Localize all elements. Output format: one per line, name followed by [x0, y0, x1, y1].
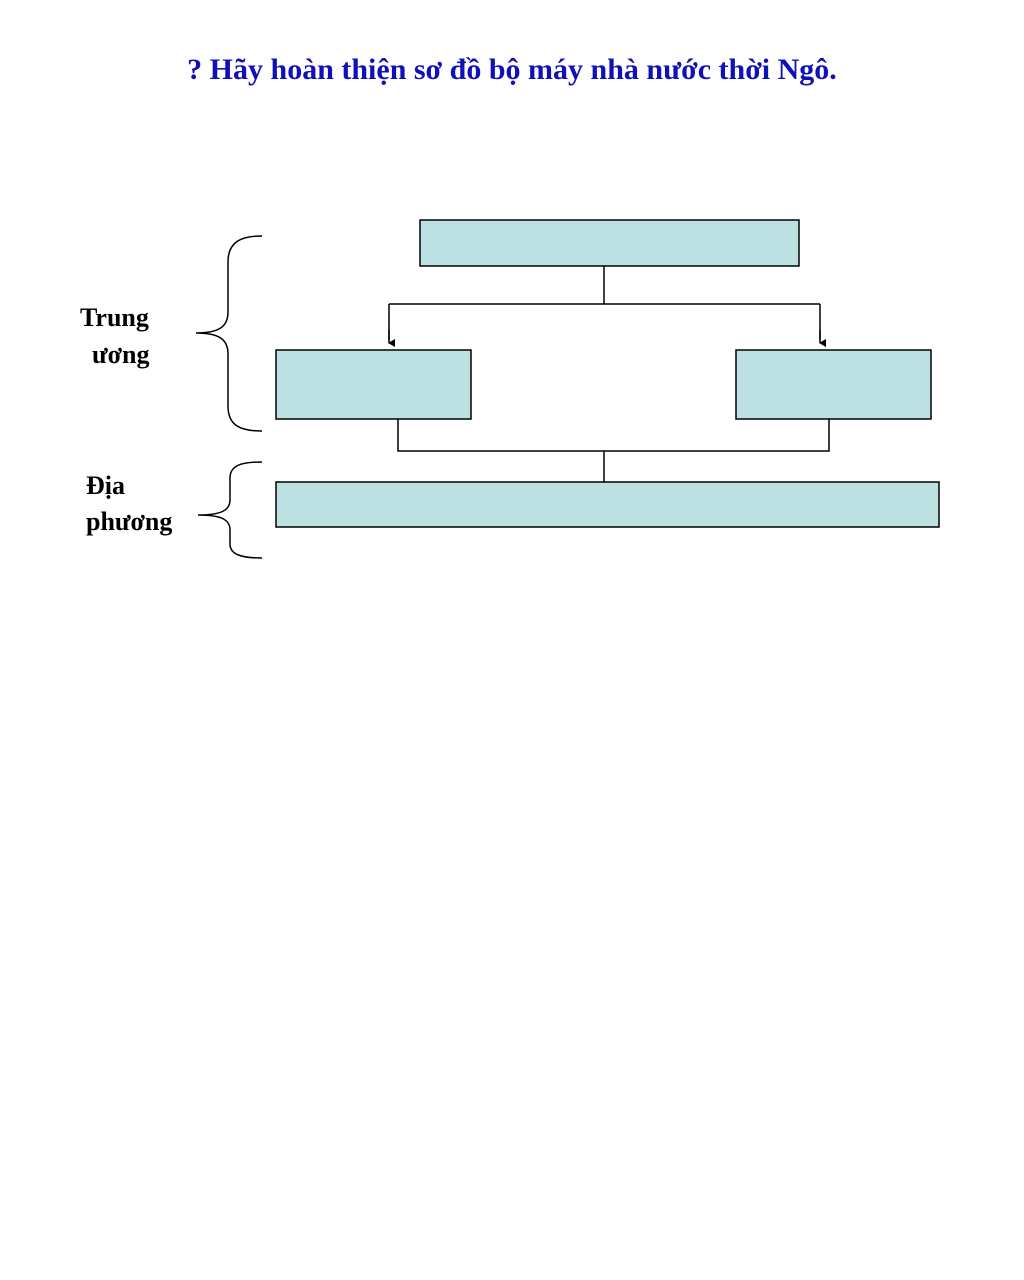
- local-label-line1: Địa: [86, 471, 125, 500]
- local-box[interactable]: [275, 481, 940, 528]
- central-label-line2: ương: [92, 340, 149, 369]
- bottom-connector: [397, 419, 830, 482]
- top-box[interactable]: [419, 219, 800, 267]
- local-label-line2: phương: [86, 507, 172, 536]
- central-label-line1: Trung: [80, 303, 149, 332]
- top-connector: [388, 266, 821, 340]
- left-box[interactable]: [275, 349, 472, 420]
- local-brace: [197, 461, 263, 559]
- right-box[interactable]: [735, 349, 932, 420]
- page-title: ? Hãy hoàn thiện sơ đồ bộ máy nhà nước t…: [187, 53, 837, 86]
- central-brace: [195, 235, 263, 432]
